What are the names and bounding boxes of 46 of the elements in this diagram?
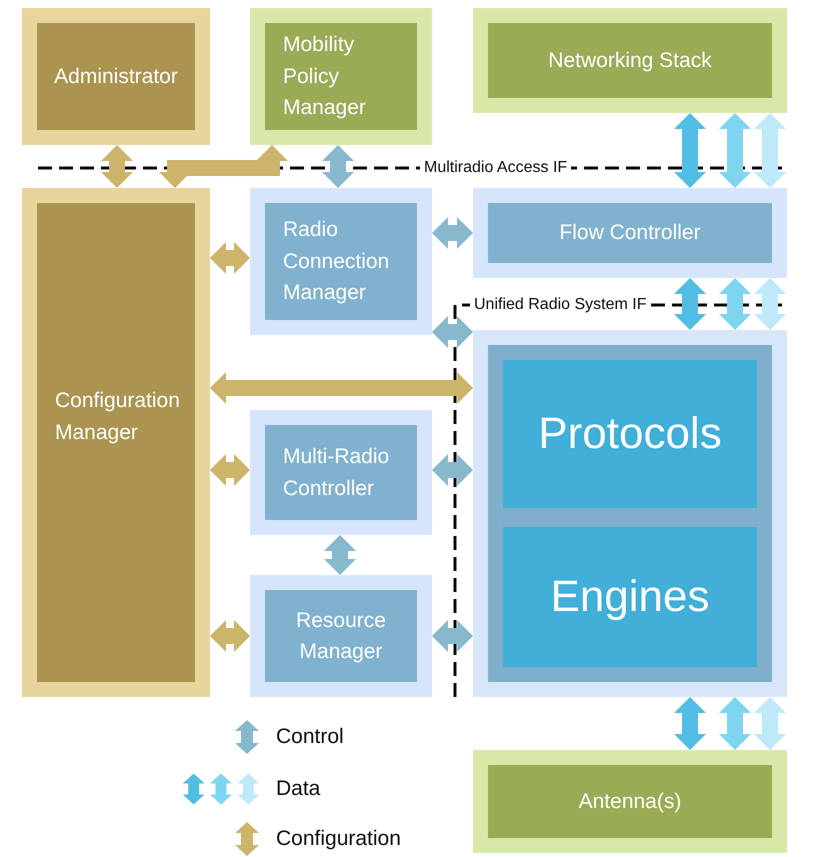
component-box	[22, 188, 210, 697]
component-label: Configuration Manager	[55, 388, 181, 446]
legend-label: Configuration	[276, 827, 401, 851]
component-label: Protocols	[538, 408, 722, 460]
double-arrow	[432, 316, 473, 348]
double-arrow	[674, 697, 706, 750]
double-arrow	[322, 145, 354, 188]
double-arrow	[432, 454, 473, 486]
component-box	[473, 750, 787, 853]
component-label: Radio Connection Manager	[283, 217, 390, 306]
component-box	[250, 188, 432, 335]
component-label: Mobility Policy Manager	[283, 32, 367, 122]
double-arrow	[754, 278, 786, 330]
double-arrow	[210, 620, 250, 652]
double-arrow	[101, 145, 133, 188]
component-label: Antenna(s)	[578, 788, 682, 815]
double-arrow	[719, 697, 751, 750]
component-box	[473, 8, 787, 113]
double-arrow	[754, 697, 786, 750]
component-box	[22, 8, 210, 145]
double-arrow	[210, 242, 250, 274]
double-arrow	[674, 113, 706, 188]
double-arrow	[719, 278, 751, 330]
double-arrow	[432, 620, 473, 652]
component-box	[250, 575, 432, 697]
component-label: Flow Controller	[559, 220, 701, 246]
component-box	[503, 360, 757, 508]
double-arrow	[754, 113, 786, 188]
component-label: Administrator	[54, 64, 178, 90]
component-box	[503, 527, 757, 667]
component-label: Resource Manager	[295, 608, 387, 665]
component-box	[250, 410, 432, 535]
double-arrow	[719, 113, 751, 188]
double-arrow	[324, 535, 356, 575]
double-arrow	[210, 454, 250, 486]
component-label: Networking Stack	[548, 48, 712, 74]
component-label: Engines	[550, 571, 710, 623]
legend-label: Data	[276, 777, 320, 801]
component-box	[250, 8, 432, 145]
legend-label: Control	[276, 725, 344, 749]
double-arrow	[159, 145, 288, 188]
double-arrow	[210, 372, 473, 404]
component-label: Multi-Radio Controller	[283, 444, 390, 502]
double-arrow	[674, 278, 706, 330]
double-arrow	[432, 217, 473, 249]
component-box	[473, 188, 787, 278]
